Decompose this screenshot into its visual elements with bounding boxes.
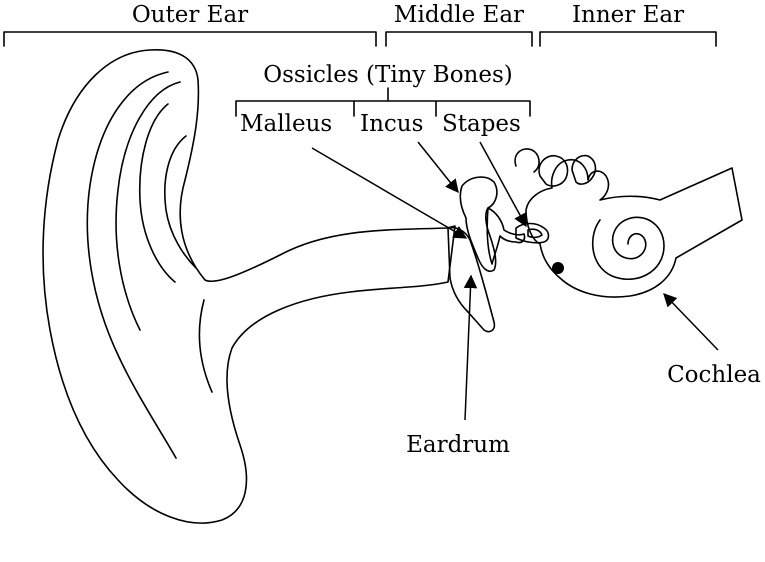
- inner-ear-shape: [525, 158, 743, 298]
- outer-ear-bracket: [3, 31, 377, 47]
- cochlea-spiral: [592, 216, 665, 281]
- pinna-fold-antihelix: [164, 135, 197, 269]
- stapes-shape: [515, 222, 550, 244]
- round-window: [552, 262, 564, 274]
- semicircular-canal-1: [538, 154, 569, 187]
- pinna-fold-lower: [198, 299, 213, 393]
- inner-ear-label: Inner Ear: [572, 2, 684, 28]
- pinna-fold-inner: [138, 103, 176, 283]
- outer-ear-shape: [42, 49, 456, 524]
- ossicles-label: Ossicles (Tiny Bones): [263, 62, 513, 88]
- eardrum-label: Eardrum: [406, 432, 510, 458]
- stapes-arrow: [479, 141, 527, 228]
- malleus-arrow: [311, 147, 468, 239]
- ossicles-bracket: [235, 87, 531, 117]
- pinna-fold-outer: [86, 71, 177, 459]
- middle-ear-bracket: [385, 31, 533, 47]
- cochlea-label: Cochlea: [667, 362, 761, 388]
- malleus-label: Malleus: [240, 111, 332, 137]
- outer-ear-label: Outer Ear: [132, 2, 248, 28]
- cochlea-arrow: [663, 293, 719, 351]
- stapes-label: Stapes: [442, 111, 521, 137]
- stapes-footplate: [527, 228, 543, 239]
- incus-shape: [486, 207, 526, 265]
- eardrum-arrow: [463, 274, 478, 421]
- pinna-fold-middle: [115, 81, 181, 331]
- semicircular-canal-2: [571, 154, 597, 185]
- malleus-shape: [459, 176, 498, 273]
- incus-label: Incus: [360, 111, 423, 137]
- middle-ear-label: Middle Ear: [394, 2, 524, 28]
- semicircular-canal-3: [514, 148, 540, 173]
- incus-arrow: [417, 141, 459, 194]
- inner-ear-bracket: [539, 31, 717, 47]
